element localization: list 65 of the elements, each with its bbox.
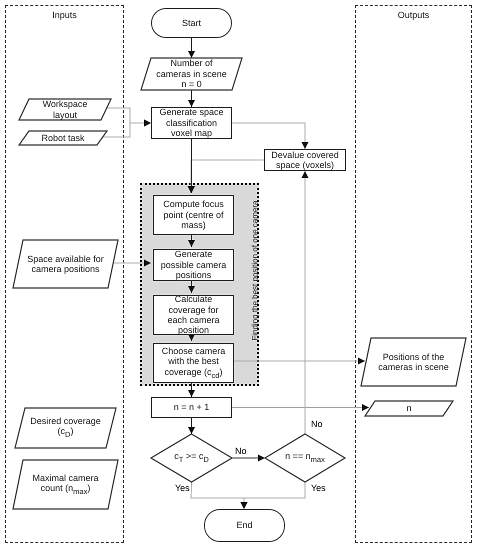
node-label: n = n + 1	[172, 402, 210, 413]
node-label: Space available for camera positions	[26, 254, 105, 274]
arrow	[100, 120, 152, 138]
process-box	[153, 195, 234, 235]
edge-label: No	[234, 447, 248, 457]
node-label: Devalue covered space (voxels)	[270, 150, 340, 170]
outputs-panel	[355, 5, 472, 543]
node-label: Choose camera with the best coverage (c$_{cd}$)	[160, 346, 226, 380]
process-box	[151, 397, 232, 418]
input-parallelogram	[19, 131, 107, 145]
edge-label: No	[310, 420, 324, 430]
arrow	[188, 160, 264, 194]
node-label: Desired coverage (c$_{D}$)	[29, 416, 102, 440]
node-label: Workspace layout	[42, 99, 88, 120]
input-parallelogram	[19, 99, 111, 120]
arrow	[188, 232, 195, 248]
decision-diamond	[265, 434, 345, 482]
end-terminal	[204, 509, 285, 542]
node-label: Compute focus point (centre of mass)	[162, 199, 225, 231]
arrow	[240, 482, 306, 510]
arrow	[188, 332, 195, 342]
arrow	[112, 260, 152, 266]
panel-heading: Outputs	[396, 10, 430, 20]
node-label: n == n$_{max}$	[284, 451, 326, 465]
decision-diamond	[151, 434, 232, 482]
process-box	[153, 295, 234, 335]
arrow	[232, 454, 266, 462]
arrow	[232, 122, 308, 150]
arrow	[188, 90, 195, 108]
node-label: Start	[180, 18, 202, 28]
arrow	[232, 358, 366, 364]
edge-label: Yes	[310, 484, 327, 494]
arrow	[188, 278, 195, 294]
node-label: c$_{T}$ >= c$_{D}$	[173, 451, 210, 465]
input-parallelogram	[141, 58, 242, 90]
panel-heading: Inputs	[51, 10, 78, 20]
process-box	[153, 343, 234, 383]
start-terminal	[151, 8, 232, 38]
node-label: n	[405, 403, 412, 414]
output-parallelogram	[361, 338, 466, 386]
node-label: Generate possible camera positions	[160, 249, 228, 281]
group-box	[140, 183, 259, 386]
output-parallelogram	[365, 401, 453, 416]
node-label: End	[235, 520, 254, 531]
edge-label: Yes	[174, 484, 191, 494]
input-parallelogram	[13, 460, 118, 509]
node-label: Calculate coverage for each camera position	[166, 294, 221, 336]
process-box	[151, 107, 232, 139]
arrow	[232, 404, 370, 411]
node-label: Robot task	[40, 132, 86, 144]
node-label: Generate space classification voxel map	[158, 107, 225, 139]
arrow	[188, 138, 195, 194]
group-label: Finding the best position of one camera	[250, 200, 260, 343]
input-parallelogram	[15, 408, 116, 448]
arrow	[188, 418, 195, 434]
process-box	[153, 249, 234, 281]
node-label: Maximal camera count (n$_{max}$)	[31, 472, 100, 496]
input-parallelogram	[13, 240, 118, 288]
node-label: Number of cameras in scene n = 0	[155, 58, 228, 90]
inputs-panel	[5, 5, 124, 543]
node-label: Positions of the cameras in scene	[377, 352, 450, 372]
process-box	[264, 149, 346, 171]
arrow	[188, 380, 195, 398]
arrow	[188, 38, 195, 58]
arrow	[302, 170, 308, 434]
